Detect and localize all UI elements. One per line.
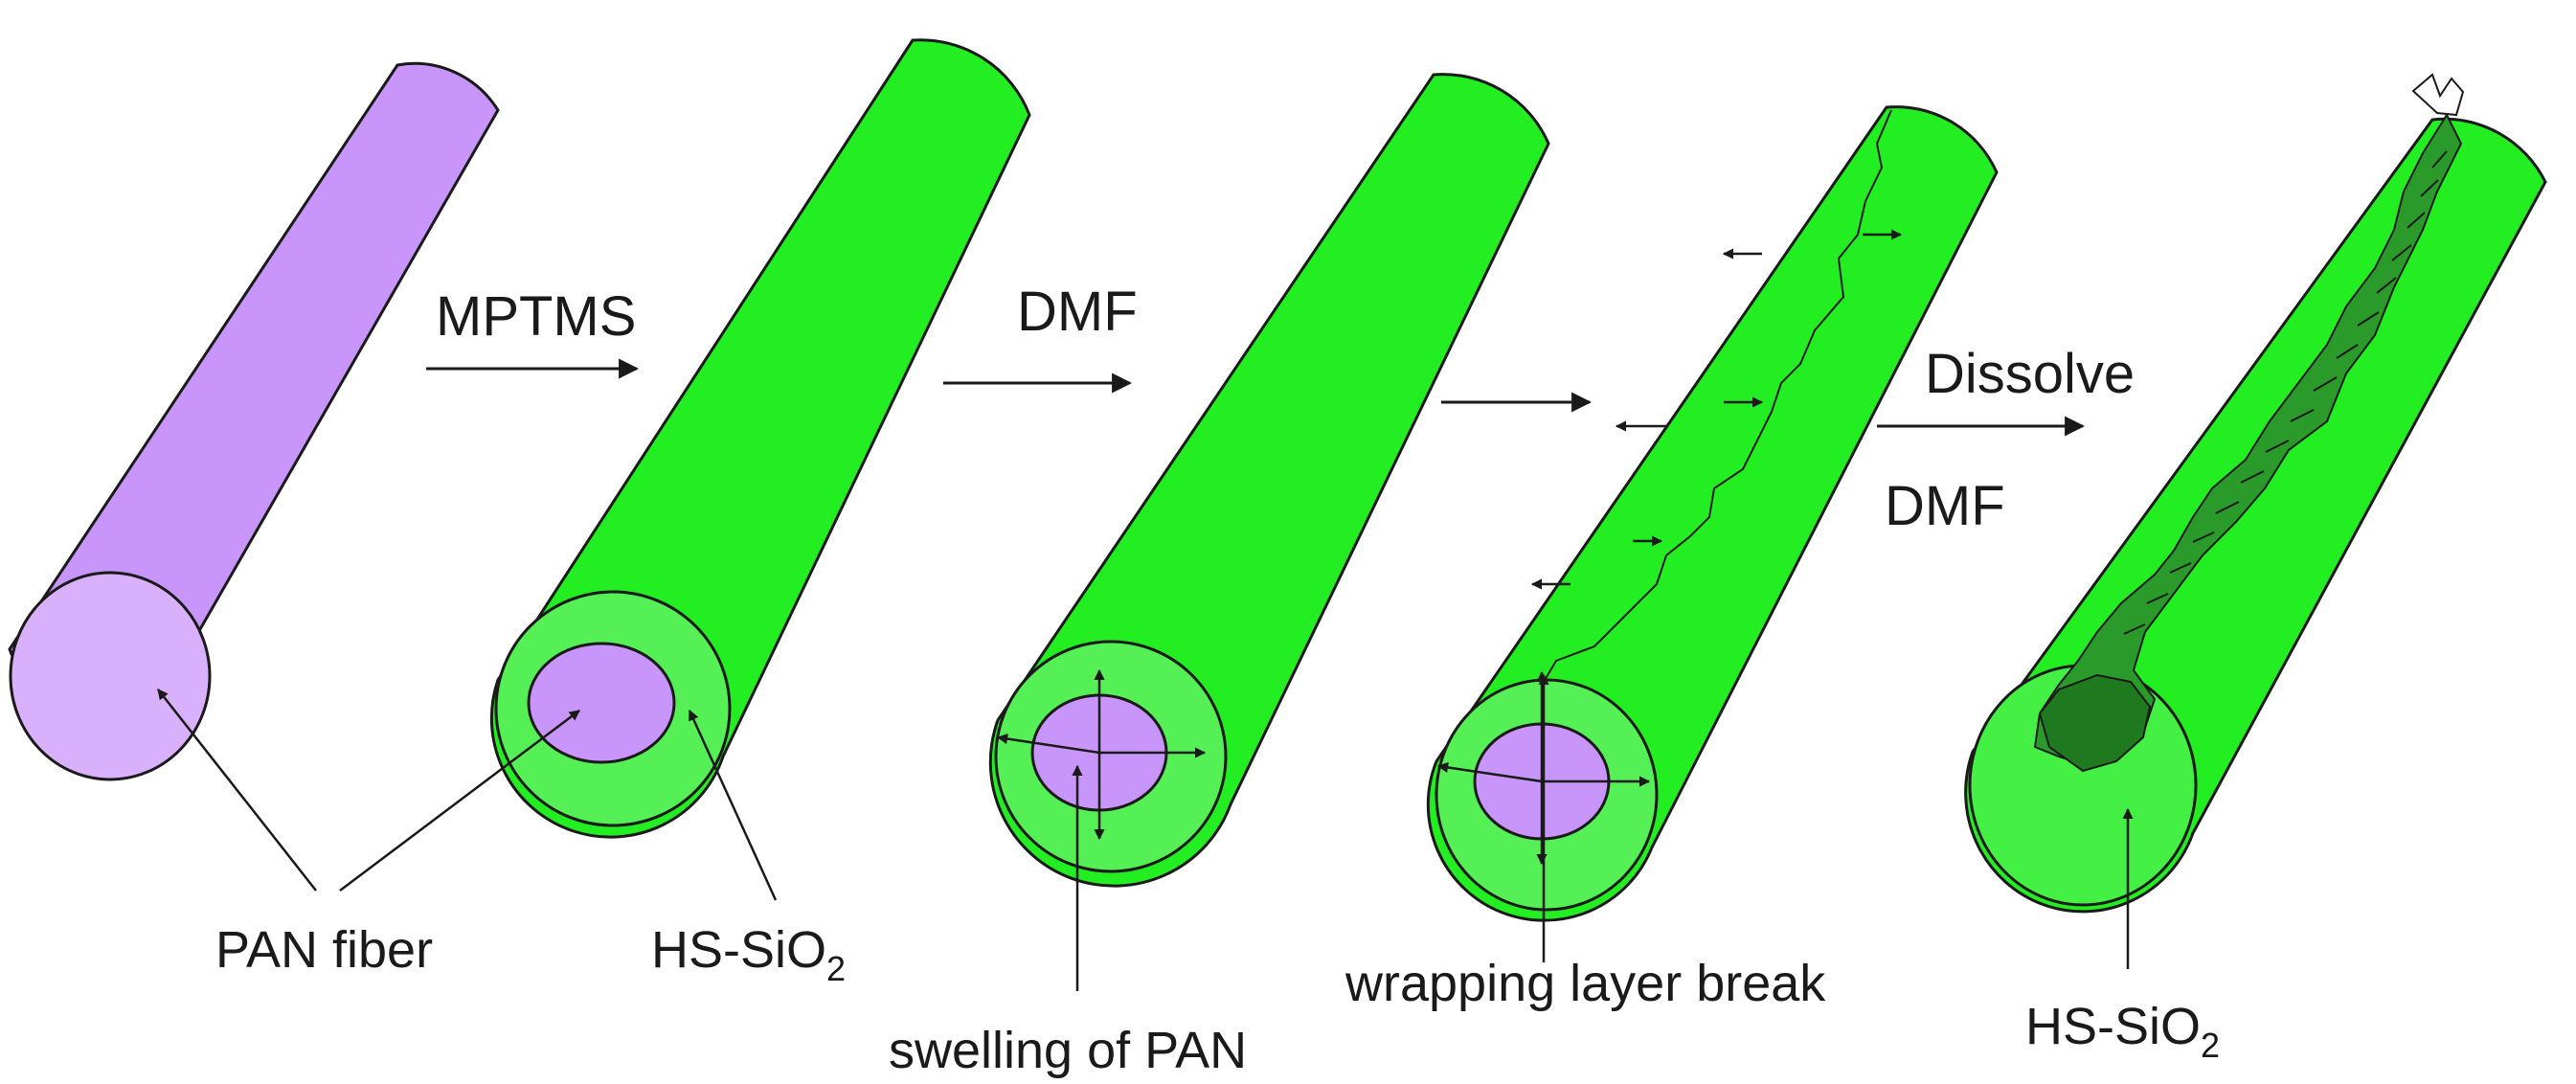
crack-hatching xyxy=(2123,150,2448,635)
step-1-reagent: MPTMS xyxy=(436,285,636,348)
process-arrows xyxy=(426,358,2086,437)
pan-fiber-cylinder xyxy=(8,61,500,781)
coated-fiber-cylinder xyxy=(489,38,1031,839)
swelling-arrows xyxy=(996,668,1207,841)
label-wrapping-layer-break: wrapping layer break xyxy=(1344,955,1826,1012)
broken-notch xyxy=(2411,73,2465,117)
exposed-inner-surface xyxy=(2033,112,2463,768)
break-arrows xyxy=(1436,229,1903,866)
label-hs-sio2: HS-SiO2 xyxy=(651,921,846,988)
crack-line xyxy=(1543,109,1892,683)
breaking-fiber-cylinder xyxy=(1426,105,1999,922)
step-2-reagent: DMF xyxy=(1017,281,1138,343)
label-pan-fiber: PAN fiber xyxy=(215,921,433,979)
step-4-action: Dissolve xyxy=(1925,343,2135,405)
step-4-reagent: DMF xyxy=(1885,475,2005,537)
hollow-core xyxy=(2038,673,2152,773)
label-hs-sio2-final: HS-SiO2 xyxy=(2025,998,2220,1065)
pointer-pan-fiber-1 xyxy=(157,689,317,892)
pointer-pan-fiber-2 xyxy=(339,710,580,892)
label-swelling-of-pan: swelling of PAN xyxy=(889,1022,1247,1079)
hollow-fiber-cylinder xyxy=(1964,73,2547,914)
pointer-lines xyxy=(157,673,2134,991)
pointer-hs-sio2 xyxy=(688,709,778,901)
swelling-fiber-cylinder xyxy=(988,73,1550,888)
